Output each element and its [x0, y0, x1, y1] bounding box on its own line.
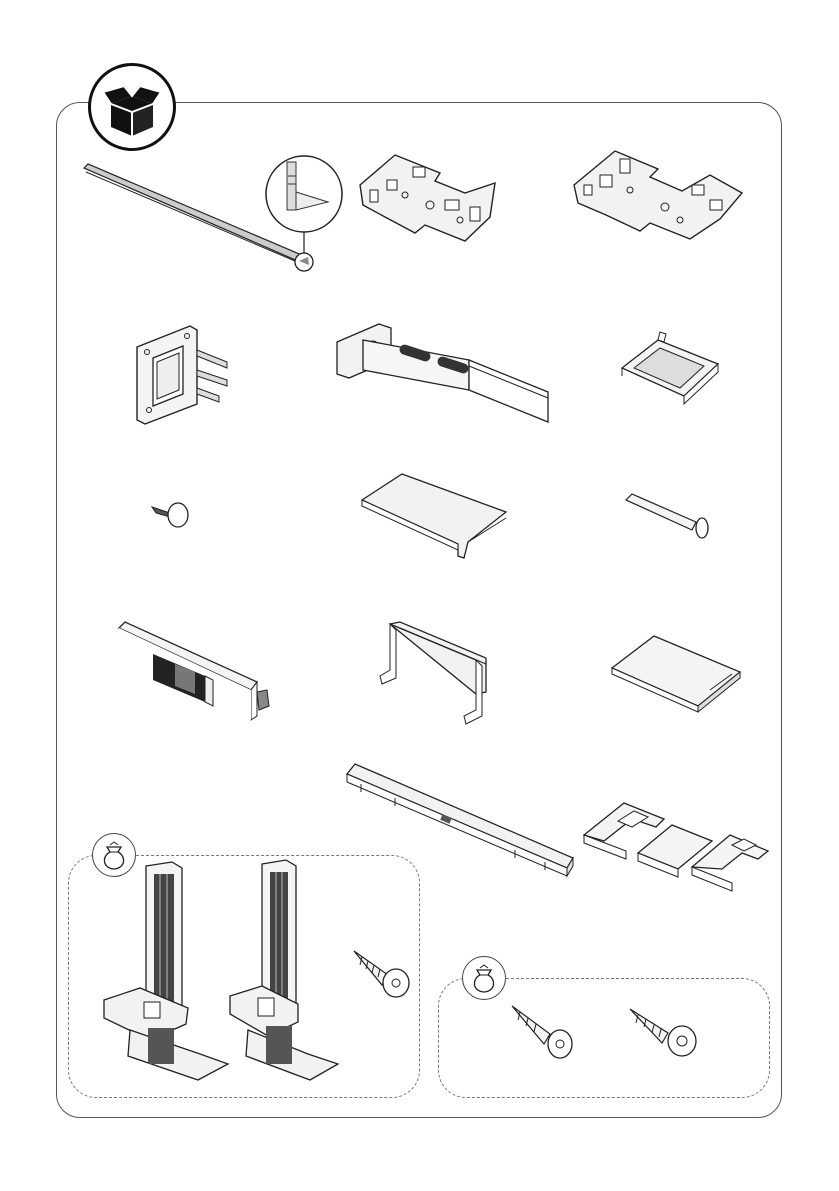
countersunk-screw-icon — [510, 1002, 576, 1062]
pan-head-screw-icon — [628, 1005, 700, 1063]
adjustable-foot-icon — [228, 858, 348, 1088]
clip-frame-icon — [618, 330, 723, 405]
bag-icon — [462, 956, 506, 1000]
flat-cover-icon — [358, 470, 510, 565]
slide-bracket-icon — [333, 320, 553, 425]
hinge-plate-left-icon — [355, 145, 500, 245]
screw-icon — [352, 945, 414, 1000]
triple-clip-icon — [582, 795, 772, 905]
sealing-strip-icon — [82, 150, 327, 275]
dowel-icon — [624, 490, 714, 540]
rail-latch-icon — [117, 620, 272, 725]
pad-icon — [610, 632, 742, 714]
hinge-plate-right-icon — [570, 145, 745, 245]
open-box-icon — [88, 63, 176, 151]
u-bracket-icon — [376, 620, 496, 725]
pin-icon — [150, 495, 195, 530]
mounting-bracket-icon — [135, 322, 235, 427]
adjustable-foot-icon — [100, 860, 235, 1085]
